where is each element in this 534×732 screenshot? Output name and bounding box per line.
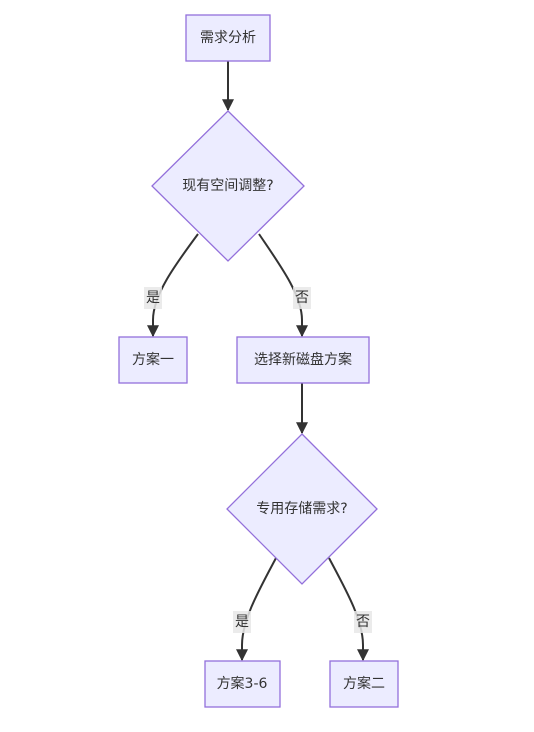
- edge-label-storage-yes: 是: [235, 614, 249, 630]
- node-plan-one: 方案一: [118, 336, 188, 384]
- node-plan-two-label: 方案二: [343, 675, 385, 692]
- node-adjust-space-label: 现有空间调整?: [182, 178, 273, 194]
- edge-label-adjust-no: 否: [295, 290, 309, 306]
- edge-labels: 是 否 是 否: [144, 287, 372, 633]
- node-requirements: 需求分析: [185, 14, 271, 62]
- edges: [147, 61, 369, 662]
- edge-storage-to-plan-3-6: [236, 557, 277, 662]
- edge-adjust-to-plan-one: [147, 233, 199, 338]
- node-dedicated-storage-label: 专用存储需求?: [256, 501, 347, 517]
- edge-adjust-to-select-disk: [258, 233, 308, 338]
- node-select-disk: 选择新磁盘方案: [236, 336, 370, 384]
- node-plan-two: 方案二: [329, 660, 399, 708]
- edge-label-adjust-yes: 是: [146, 290, 160, 306]
- node-dedicated-storage: 专用存储需求?: [226, 433, 378, 585]
- node-requirements-label: 需求分析: [200, 30, 256, 46]
- node-plan-3-6: 方案3-6: [204, 660, 281, 708]
- edge-storage-to-plan-two: [328, 557, 369, 662]
- node-plan-3-6-label: 方案3-6: [217, 675, 268, 692]
- node-adjust-space: 现有空间调整?: [151, 110, 305, 262]
- edge-label-storage-no: 否: [356, 614, 370, 630]
- node-select-disk-label: 选择新磁盘方案: [254, 351, 352, 368]
- node-plan-one-label: 方案一: [132, 351, 174, 368]
